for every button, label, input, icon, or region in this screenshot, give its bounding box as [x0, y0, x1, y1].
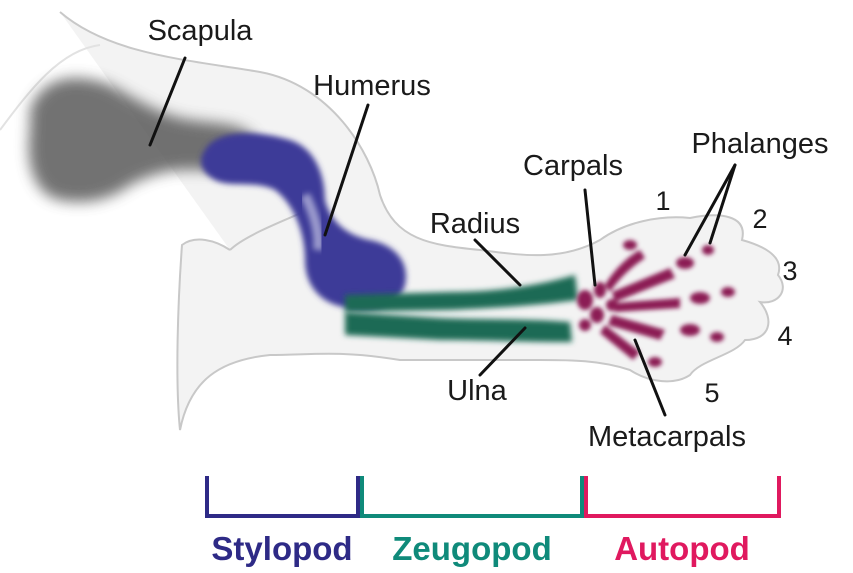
humerus-label: Humerus — [313, 70, 431, 102]
metacarpals-label: Metacarpals — [588, 421, 746, 453]
zeugopod-bracket — [362, 476, 582, 516]
region-brackets — [207, 476, 779, 516]
carpals-label: Carpals — [523, 150, 623, 182]
digit-1-label: 1 — [655, 186, 670, 216]
autopod-label: Autopod — [614, 530, 750, 567]
stylopod-bracket — [207, 476, 358, 516]
stylopod-label: Stylopod — [211, 530, 352, 567]
region-labels: Stylopod Zeugopod Autopod — [211, 530, 749, 567]
digit-5-label: 5 — [704, 378, 719, 408]
radius-label: Radius — [430, 208, 520, 240]
zeugopod-label: Zeugopod — [392, 530, 551, 567]
digit-2-label: 2 — [752, 204, 767, 234]
digit-3-label: 3 — [782, 256, 797, 286]
phalanges-label: Phalanges — [691, 128, 828, 160]
ulna-label: Ulna — [447, 375, 508, 407]
scapula-label: Scapula — [148, 15, 254, 47]
digit-4-label: 4 — [777, 321, 792, 351]
autopod-bracket — [586, 476, 779, 516]
